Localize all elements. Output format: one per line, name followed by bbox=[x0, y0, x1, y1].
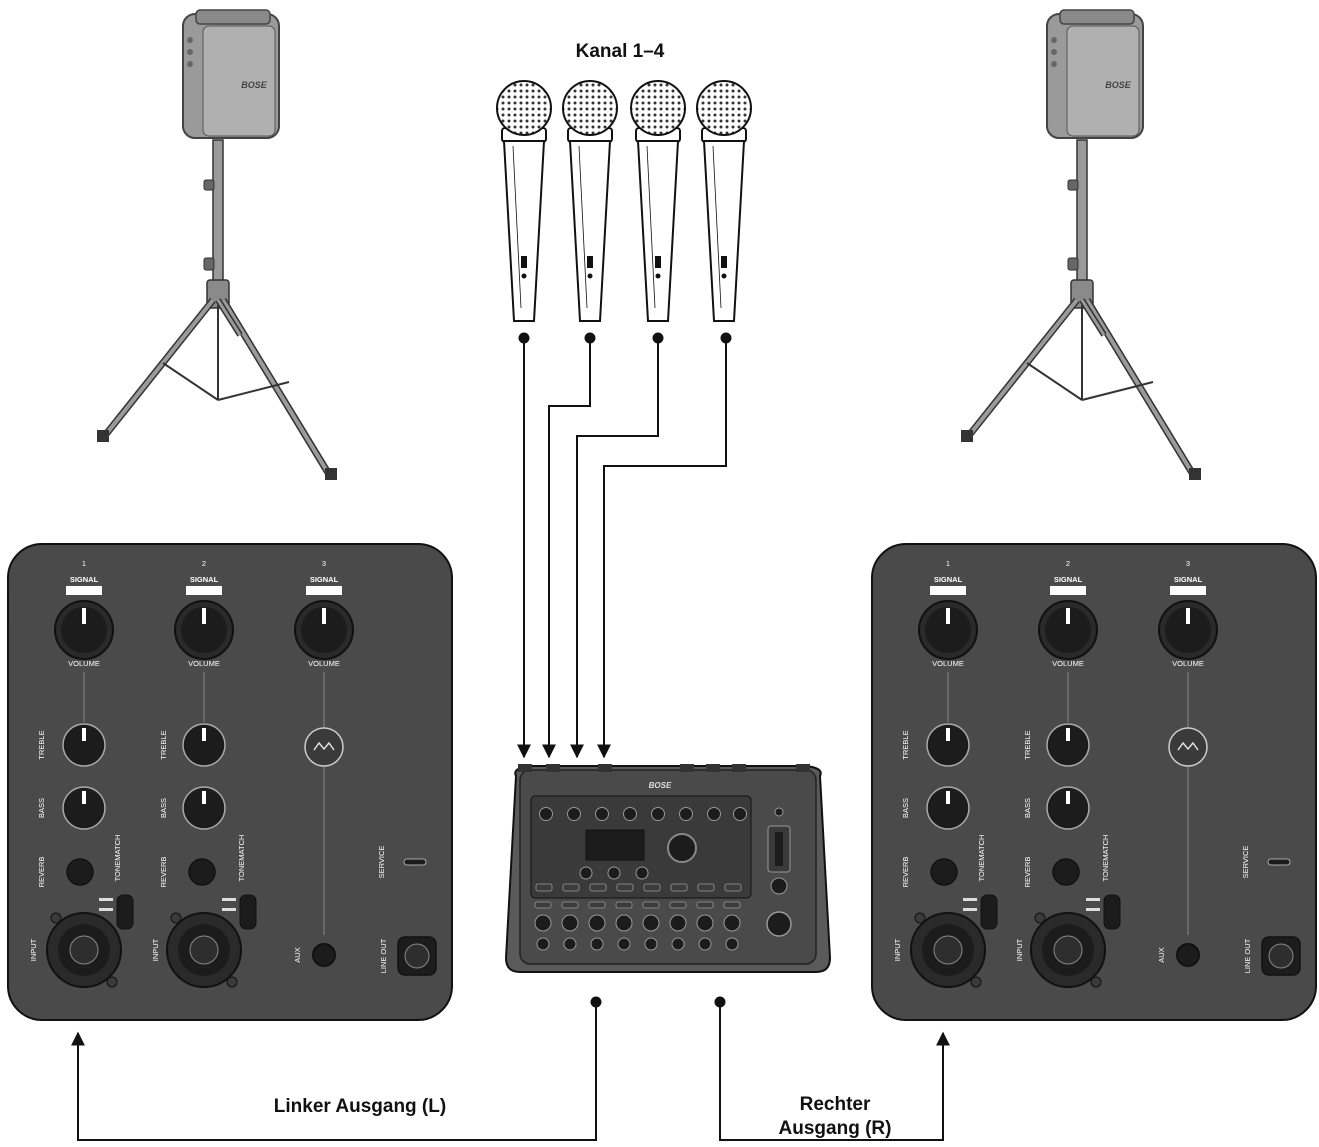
right-output-label: Rechter Ausgang (R) bbox=[760, 1093, 910, 1141]
right-speaker-brand: BOSE bbox=[1105, 80, 1132, 90]
microphone-2 bbox=[563, 81, 617, 321]
mixer: BOSE bbox=[506, 764, 830, 972]
microphone-4 bbox=[697, 81, 751, 321]
left-output-label: Linker Ausgang (L) bbox=[240, 1096, 480, 1118]
microphone-3 bbox=[631, 81, 685, 321]
left-speaker-stand: BOSE bbox=[97, 10, 337, 480]
left-speaker-brand: BOSE bbox=[241, 80, 268, 90]
left-output-cable bbox=[78, 1002, 596, 1140]
channels-label: Kanal 1–4 bbox=[560, 41, 680, 63]
mixer-brand: BOSE bbox=[649, 781, 672, 790]
right-speaker-panel bbox=[872, 544, 1316, 1020]
microphone-1 bbox=[497, 81, 551, 321]
mic-cables bbox=[520, 334, 731, 758]
right-speaker-stand: BOSE bbox=[961, 10, 1201, 480]
left-speaker-panel bbox=[8, 544, 452, 1020]
